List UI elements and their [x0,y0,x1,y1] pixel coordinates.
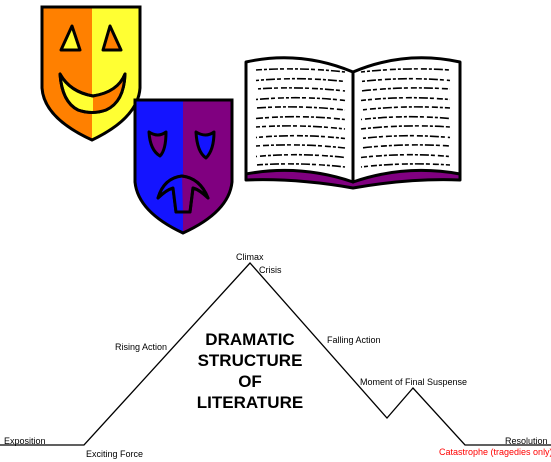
comedy-mask-icon [40,5,142,142]
book-text-line [255,87,346,92]
book-text-line [255,115,346,121]
book-text-line [360,87,451,92]
title-line-3: OF [238,372,262,391]
label-moment-of-final-suspense: Moment of Final Suspense [360,377,468,387]
book-text-line [360,153,451,159]
diagram-title: DRAMATIC STRUCTURE OF LITERATURE [150,329,350,413]
comedy-mask-mouth-tint [93,74,125,113]
plot-structure-line [0,262,551,446]
label-resolution: Resolution [505,436,548,446]
tragedy-mask-eye-left [147,130,168,158]
book-text-line [360,125,451,130]
book-left-page [244,56,355,184]
label-falling-action: Falling Action [327,335,381,345]
book-text-line [360,106,451,111]
label-climax: Climax [236,252,264,262]
book-text-line [360,68,451,73]
book-text-line [360,77,451,83]
label-exciting-force: Exciting Force [86,449,144,459]
book-page-scribbles [255,68,451,168]
book-text-line [255,96,346,102]
title-line-4: LITERATURE [196,393,304,412]
book-text-line [255,125,346,130]
book-text-line [360,134,451,140]
book-text-line [360,163,451,168]
title-line-1: DRAMATIC [205,330,295,349]
book-text-line [255,163,346,168]
tragedy-mask-outline [133,98,234,235]
tragedy-mask-left-half [135,100,183,233]
tragedy-mask-eye-right [194,130,216,160]
label-crisis: Crisis [259,265,282,275]
comedy-mask-eye-right [101,24,123,52]
tragedy-mask-icon [133,98,234,235]
book-text-line [360,96,451,102]
tragedy-mask-mouth-tint [158,176,183,212]
label-exposition: Exposition [4,436,46,446]
open-book-icon [244,56,462,190]
comedy-mask-outline [40,5,142,142]
title-line-2: STRUCTURE [197,351,303,370]
label-catastrophe: Catastrophe (tragedies only) [439,447,551,457]
book-text-line [255,68,346,73]
book-text-line [255,106,346,111]
book-right-page [351,56,462,184]
comedy-mask-left-half [42,7,92,140]
book-text-line [360,144,451,149]
comedy-mask-right-half [92,7,140,140]
label-rising-action: Rising Action [115,342,168,352]
book-text-line [255,77,346,83]
book-text-line [255,134,346,140]
book-text-line [360,115,451,121]
comedy-mask-eye-left [59,24,82,52]
book-text-line [255,153,346,159]
book-text-line [255,144,346,149]
